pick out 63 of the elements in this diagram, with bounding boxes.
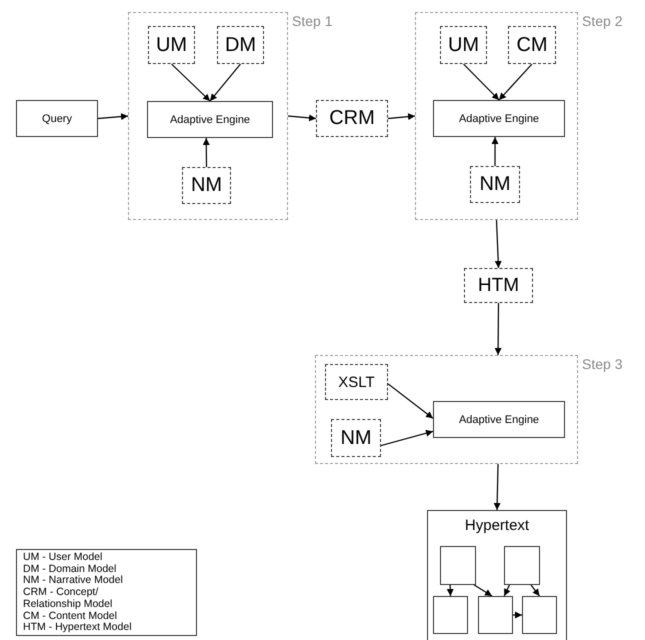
node-label: Query: [42, 112, 72, 124]
arrow: [463, 64, 500, 100]
arrow: [202, 138, 210, 167]
arrow: [530, 584, 540, 596]
node-label: Adaptive Engine: [458, 414, 540, 426]
node-label: CRM: [329, 107, 375, 130]
model-box: [182, 167, 231, 204]
node-label: CM: [516, 34, 548, 56]
model-box: [217, 26, 264, 64]
hypertext-panel: [427, 510, 567, 640]
legend-text: HTM - Hypertext Model: [23, 622, 133, 634]
arrow: [498, 64, 532, 100]
legend-text: CM - Content Model: [23, 610, 118, 622]
page-box: [440, 546, 476, 585]
step-label: Step 2: [582, 13, 622, 29]
model-box: [440, 26, 487, 64]
arrow: [504, 584, 510, 596]
arrow: [492, 137, 499, 166]
arrow: [513, 612, 522, 618]
legend-text: NM - Narrative Model: [23, 575, 124, 587]
arrow: [446, 584, 454, 596]
model-box: [325, 364, 388, 400]
arrow: [388, 383, 434, 419]
node-label: NM: [190, 174, 222, 197]
node-label: UM: [448, 34, 480, 56]
node-label: Adaptive Engine: [170, 114, 250, 126]
arrow: [98, 113, 128, 120]
node-label: NM: [340, 426, 372, 450]
model-box: [148, 26, 195, 64]
page-box: [433, 596, 468, 634]
node-label: XSLT: [338, 374, 375, 390]
arrow: [210, 64, 241, 102]
model-box: [508, 26, 556, 64]
node-label: Adaptive Engine: [458, 112, 540, 124]
panel-heading: Hypertext: [464, 517, 530, 534]
process-box: [433, 100, 565, 137]
arrow: [288, 114, 316, 122]
model-box: [331, 419, 381, 457]
page-box: [504, 546, 540, 585]
model-box: [464, 268, 533, 303]
page-box: [478, 596, 513, 634]
process-box: [16, 100, 98, 137]
arrow: [474, 584, 492, 597]
step-label: Step 3: [582, 356, 622, 372]
legend-text: UM - User Model: [23, 552, 104, 564]
legend-text: CRM - Concept/ Relationship Model: [23, 587, 114, 611]
node-label: DM: [224, 34, 256, 56]
arrow: [380, 430, 434, 446]
model-box: [470, 166, 520, 203]
node-label: UM: [156, 34, 188, 56]
arrow: [494, 464, 501, 510]
arrow: [494, 220, 502, 268]
node-label: HTM: [478, 274, 520, 296]
node-label: NM: [479, 173, 511, 196]
process-box: [433, 401, 565, 438]
process-box: [147, 101, 273, 138]
page-box: [522, 596, 557, 634]
legend-text: DM - Domain Model: [23, 564, 118, 575]
model-box: [316, 100, 388, 137]
arrow: [388, 113, 416, 120]
arrow: [171, 64, 210, 102]
step-label: Step 1: [292, 13, 332, 29]
arrow: [494, 303, 502, 355]
